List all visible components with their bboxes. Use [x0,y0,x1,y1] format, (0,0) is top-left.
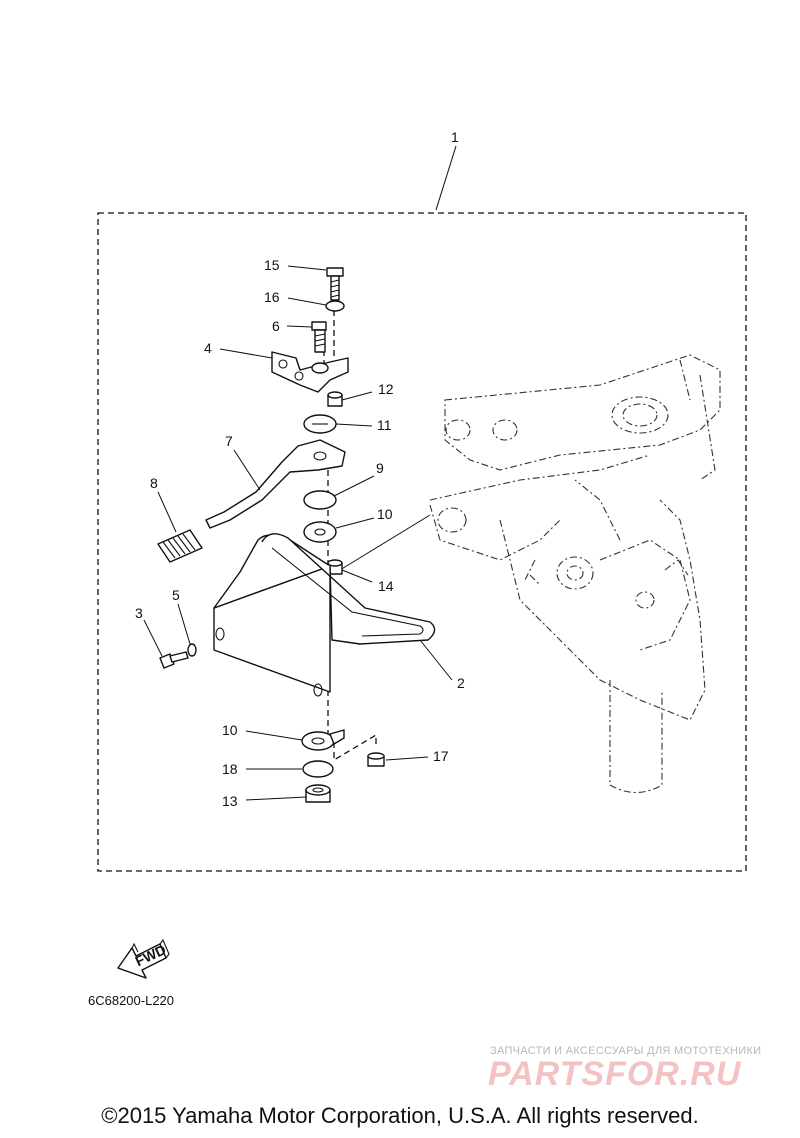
callout-4: 4 [204,340,212,356]
callout-10-lower: 10 [222,722,238,738]
callout-15: 15 [264,257,280,273]
part-10-lower-plate [301,729,345,751]
callout-11: 11 [377,417,392,433]
part-8-grip [157,529,203,563]
assembly-boundary [97,212,747,872]
part-15-bolt [326,267,344,301]
part-4-bracket [271,351,349,393]
part-11-plate [303,414,337,434]
part-6-collar [311,321,327,353]
diagram-code: 6C68200-L220 [88,993,175,1008]
callout-1: 1 [451,129,459,145]
callout-16: 16 [264,289,280,305]
callout-leaders [143,145,457,801]
callout-14: 14 [378,578,394,594]
part-5-washer [187,643,197,657]
callout-7: 7 [225,433,233,449]
watermark-tagline: ЗАПЧАСТИ И АКСЕССУАРЫ ДЛЯ МОТОТЕХНИКИ [490,1045,762,1057]
part-7-lever [205,439,346,529]
part-10-upper-plate [303,521,337,543]
part-3-screw [159,651,189,669]
callout-17: 17 [433,748,449,764]
callout-8: 8 [150,475,158,491]
part-13-nut [305,784,331,803]
callout-6: 6 [272,318,280,334]
part-2-bracket [213,533,436,697]
callout-9: 9 [376,460,384,476]
watermark-logo: PARTSFOR.RU [488,1055,742,1093]
copyright-notice: ©2015 Yamaha Motor Corporation, U.S.A. A… [101,1103,699,1128]
callout-3: 3 [135,605,143,621]
part-9-washer [303,490,337,510]
callout-10-upper: 10 [377,506,393,522]
callout-18: 18 [222,761,238,777]
part-14-collar [327,559,343,575]
callout-2: 2 [457,675,465,691]
callout-12: 12 [378,381,394,397]
callout-13: 13 [222,793,238,809]
part-12-collar [327,391,343,407]
callout-5: 5 [172,587,180,603]
part-18-washer [302,760,334,778]
part-16-washer [325,300,345,312]
part-17-nut [367,752,385,767]
fwd-arrow-icon: FWD [117,938,170,979]
swivel-bracket-outline [429,354,721,794]
